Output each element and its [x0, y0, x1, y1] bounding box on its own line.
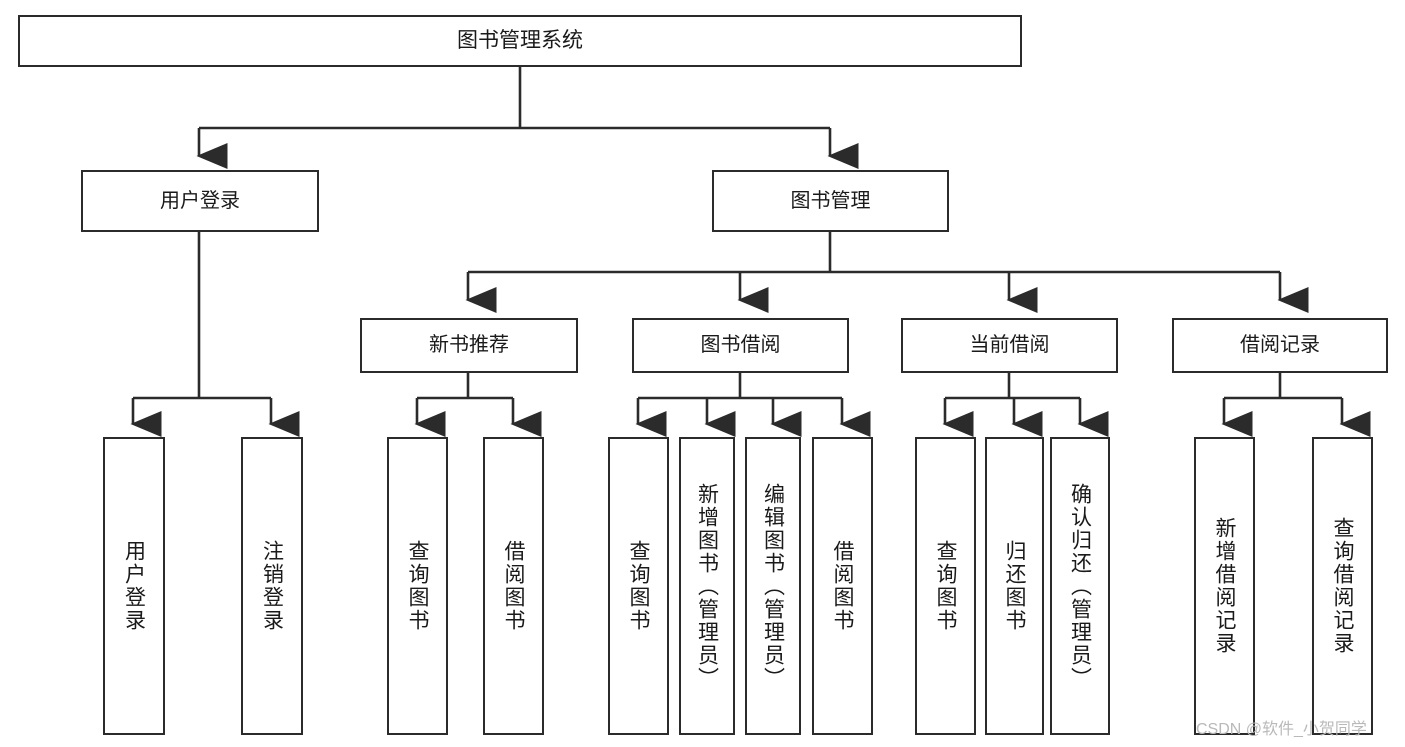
node-new-book-rec[interactable]: 新书推荐	[360, 318, 578, 373]
node-leaf-add-record[interactable]: 新增借阅记录	[1194, 437, 1255, 735]
node-borrow-record-label: 借阅记录	[1240, 334, 1320, 357]
node-leaf-borrow-book-2[interactable]: 借阅图书	[812, 437, 873, 735]
node-current-borrow-label: 当前借阅	[969, 334, 1050, 357]
node-leaf-edit-book[interactable]: 编辑图书（管理员）	[745, 437, 801, 735]
node-borrow-record[interactable]: 借阅记录	[1172, 318, 1388, 373]
node-leaf-user-logout[interactable]: 注销登录	[241, 437, 303, 735]
node-leaf-return-book-label: 归还图书	[1003, 540, 1026, 632]
node-leaf-query-record-label: 查询借阅记录	[1331, 517, 1354, 655]
node-user-login-label: 用户登录	[160, 189, 240, 212]
node-book-borrow[interactable]: 图书借阅	[632, 318, 849, 373]
node-root-label: 图书管理系统	[457, 29, 583, 53]
node-new-book-rec-label: 新书推荐	[429, 334, 509, 357]
node-leaf-borrow-book-1[interactable]: 借阅图书	[483, 437, 544, 735]
node-book-manage-label: 图书管理	[790, 189, 871, 212]
watermark-text: CSDN @软件_小贺同学	[1196, 721, 1367, 738]
node-leaf-edit-book-label: 编辑图书（管理员）	[761, 482, 785, 690]
node-leaf-query-book-1-label: 查询图书	[406, 540, 429, 632]
node-leaf-user-logout-label: 注销登录	[260, 540, 284, 632]
node-leaf-confirm-return-label: 确认归还（管理员）	[1068, 482, 1092, 690]
node-leaf-user-login[interactable]: 用户登录	[103, 437, 165, 735]
node-leaf-query-record[interactable]: 查询借阅记录	[1312, 437, 1373, 735]
node-leaf-add-record-label: 新增借阅记录	[1213, 517, 1236, 655]
node-leaf-return-book[interactable]: 归还图书	[985, 437, 1044, 735]
node-leaf-confirm-return[interactable]: 确认归还（管理员）	[1050, 437, 1110, 735]
node-leaf-add-book[interactable]: 新增图书（管理员）	[679, 437, 735, 735]
node-leaf-user-login-label: 用户登录	[122, 540, 146, 632]
node-leaf-add-book-label: 新增图书（管理员）	[695, 482, 719, 690]
node-leaf-query-book-3[interactable]: 查询图书	[915, 437, 976, 735]
node-leaf-query-book-3-label: 查询图书	[934, 540, 957, 632]
node-leaf-query-book-1[interactable]: 查询图书	[387, 437, 448, 735]
node-leaf-borrow-book-1-label: 借阅图书	[502, 540, 525, 632]
node-user-login[interactable]: 用户登录	[81, 170, 319, 232]
node-leaf-borrow-book-2-label: 借阅图书	[831, 540, 854, 632]
node-book-manage[interactable]: 图书管理	[712, 170, 949, 232]
node-book-borrow-label: 图书借阅	[700, 334, 781, 357]
node-current-borrow[interactable]: 当前借阅	[901, 318, 1118, 373]
node-leaf-query-book-2-label: 查询图书	[627, 540, 650, 632]
node-leaf-query-book-2[interactable]: 查询图书	[608, 437, 669, 735]
node-root[interactable]: 图书管理系统	[18, 15, 1022, 67]
